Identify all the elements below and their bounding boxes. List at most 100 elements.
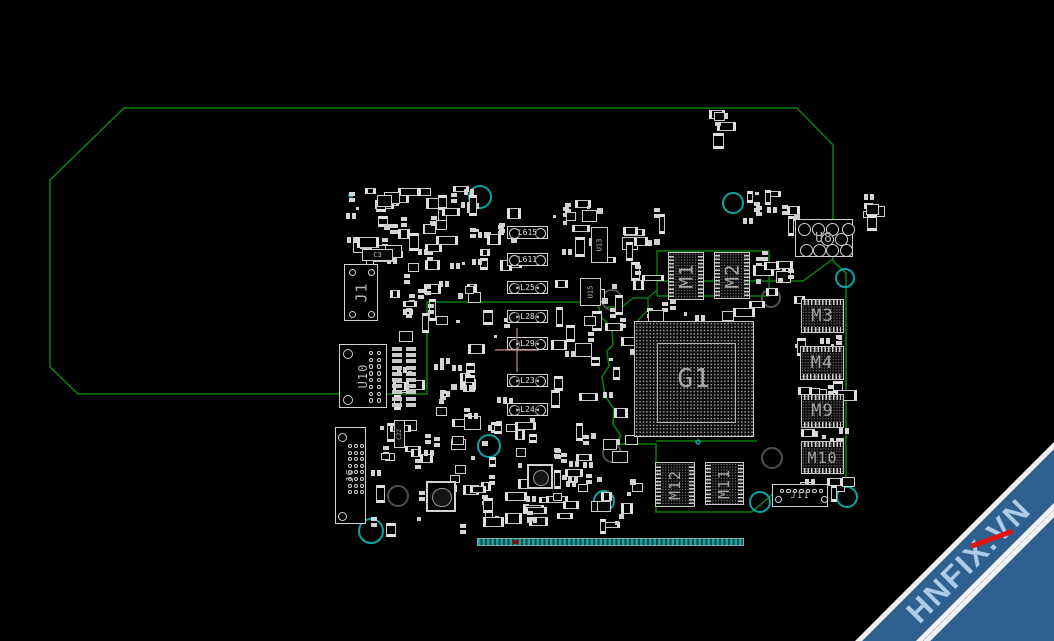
pad: [787, 205, 801, 216]
pad: [694, 314, 705, 325]
pad: [414, 459, 425, 470]
component-U13[interactable]: U13: [591, 227, 608, 263]
pad: [470, 485, 487, 494]
connector-pin: [354, 477, 358, 481]
connector-J11[interactable]: J11: [772, 484, 828, 507]
pad: [377, 470, 382, 477]
qfn-chip[interactable]: [527, 464, 553, 489]
inductor-L24[interactable]: ▸L24◂: [507, 403, 548, 416]
pad: [472, 259, 477, 266]
pad: [713, 111, 726, 122]
pad: [493, 334, 498, 339]
qfn-chip[interactable]: [426, 481, 456, 512]
pad: [390, 289, 400, 299]
inductor-L611[interactable]: L611: [507, 253, 548, 266]
connector-pin: [805, 488, 811, 494]
pad: [787, 216, 795, 237]
connector-J1[interactable]: J1: [344, 264, 378, 321]
pad: [439, 364, 444, 371]
component-G1[interactable]: G1: [634, 321, 754, 437]
pad: [392, 396, 402, 401]
connector-pin: [376, 384, 382, 390]
pad: [787, 275, 794, 280]
connector-pin: [348, 310, 356, 318]
pad: [371, 517, 378, 522]
pad: [565, 469, 583, 478]
pad: [371, 470, 376, 477]
component-M2[interactable]: M2: [714, 252, 750, 299]
inductor-L25[interactable]: ▸L25◂: [507, 281, 548, 294]
pad: [864, 194, 869, 201]
component-U15[interactable]: U15: [580, 278, 601, 306]
pad: [615, 295, 623, 316]
component-M12[interactable]: M12: [655, 462, 695, 507]
pad: [474, 203, 479, 210]
pad: [826, 337, 831, 344]
connector-pin: [354, 483, 358, 488]
component-C22[interactable]: C22: [394, 420, 405, 448]
pad: [565, 481, 570, 488]
connector-pin: [348, 477, 352, 481]
inductor-L29[interactable]: ▸L29◂: [507, 337, 548, 350]
connector-U10[interactable]: U10: [339, 344, 387, 408]
pad: [434, 437, 441, 441]
connector-pin: [360, 463, 364, 468]
component-M9[interactable]: M9: [801, 394, 844, 428]
pad: [392, 224, 399, 229]
pad: [371, 517, 381, 528]
pad: [587, 332, 598, 343]
pad: [565, 203, 575, 214]
pad: [570, 350, 575, 357]
pad: [587, 205, 591, 210]
inductor-L23[interactable]: ▸L23◂: [507, 374, 548, 387]
pad: [551, 390, 560, 409]
pad: [587, 332, 594, 337]
connector-pin: [812, 488, 817, 494]
pad: [805, 478, 810, 485]
pad: [571, 225, 591, 233]
pad: [405, 307, 416, 318]
pad: [571, 481, 576, 488]
pad: [482, 440, 488, 446]
pad: [440, 389, 447, 394]
component-label: C22: [396, 428, 403, 440]
pad: [400, 217, 411, 228]
connector-pin: [368, 371, 374, 376]
inductor-L28[interactable]: ▸L28◂: [507, 310, 548, 323]
pin-row: [804, 300, 841, 305]
component-M4[interactable]: M4: [800, 346, 844, 380]
pad: [633, 236, 649, 247]
pad: [775, 261, 794, 269]
inductor-L615[interactable]: L615: [507, 226, 548, 239]
component-M11[interactable]: M11: [705, 462, 744, 505]
connector-pin: [820, 232, 834, 246]
connector-label: J11: [790, 490, 810, 501]
pad: [463, 188, 468, 195]
pad: [418, 496, 425, 501]
connector-pin: [818, 488, 824, 494]
pad: [632, 483, 644, 493]
pad: [423, 449, 428, 456]
pad: [434, 443, 441, 447]
pad: [616, 439, 621, 446]
pad: [472, 259, 483, 269]
component-C3[interactable]: C3: [362, 249, 393, 261]
pad: [408, 309, 413, 316]
component-M1[interactable]: M1: [668, 252, 704, 300]
connector-pin: [812, 243, 826, 257]
pad: [405, 313, 412, 318]
pad: [514, 429, 526, 440]
inductor-label: ▸L28◂: [515, 312, 540, 321]
pad: [503, 324, 510, 329]
pad: [445, 391, 450, 398]
pad: [392, 365, 402, 370]
pad: [461, 202, 466, 209]
component-M3[interactable]: M3: [801, 299, 844, 333]
pad: [700, 314, 705, 321]
pad: [482, 498, 493, 513]
component-M10[interactable]: M10: [801, 441, 844, 474]
connector-J6[interactable]: J6: [335, 427, 366, 524]
pad: [531, 495, 536, 502]
connector-U8[interactable]: U8: [795, 219, 855, 257]
